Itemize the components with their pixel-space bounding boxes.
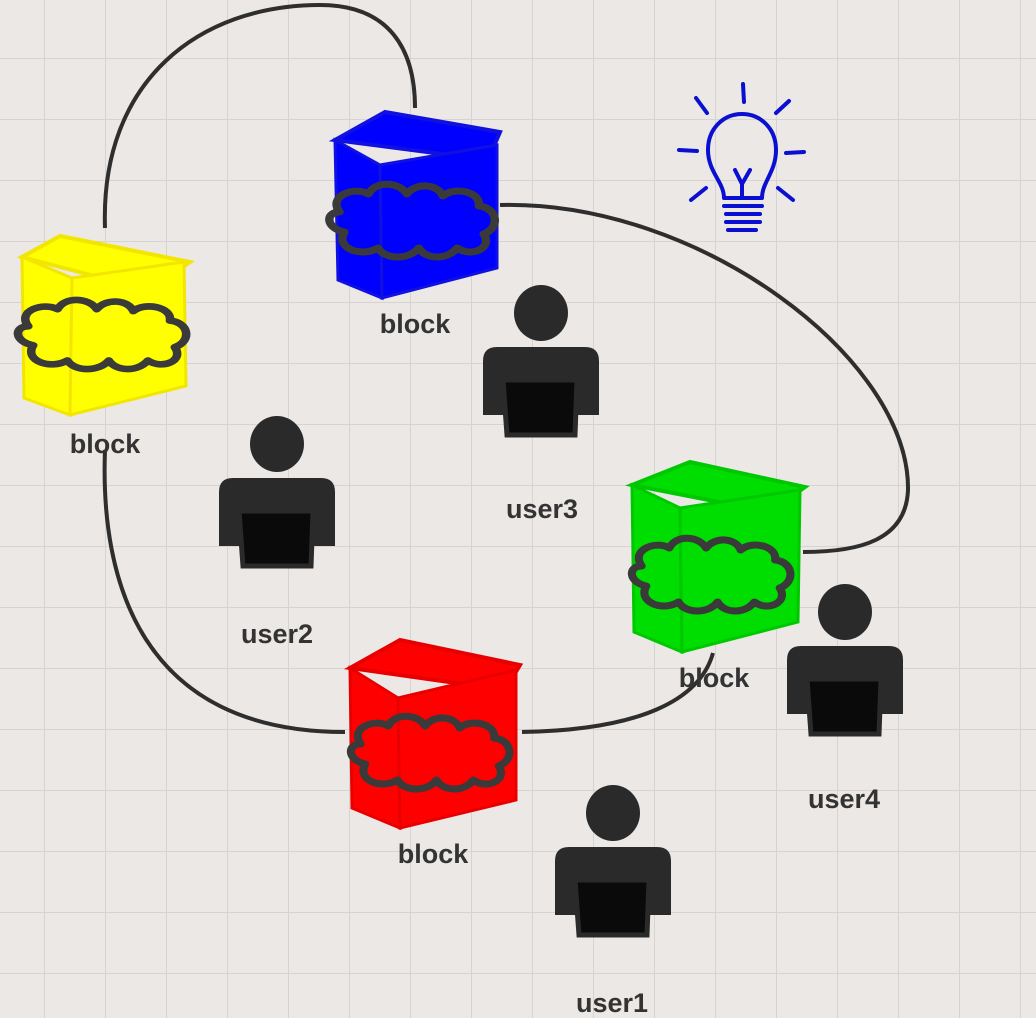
user-label: user4 bbox=[808, 784, 880, 814]
cube-side-face bbox=[378, 143, 499, 300]
cube-side-face bbox=[68, 260, 188, 417]
block-label: block bbox=[380, 309, 452, 339]
block-label: block bbox=[679, 663, 751, 693]
cube-front-face bbox=[20, 254, 74, 418]
block-label: block bbox=[398, 839, 470, 869]
block-blue[interactable] bbox=[328, 109, 503, 301]
cube-front-face bbox=[333, 137, 384, 301]
cube-top-face bbox=[343, 637, 524, 693]
cube-top-face bbox=[328, 109, 503, 163]
connector-blue-to-green bbox=[499, 202, 911, 554]
cube-side-face bbox=[678, 488, 802, 654]
user-label: user3 bbox=[506, 494, 578, 524]
connector-yellow-to-blue bbox=[102, 2, 417, 229]
block-green[interactable] bbox=[624, 459, 810, 655]
user-label: user1 bbox=[576, 988, 648, 1018]
user-icon[interactable] bbox=[555, 785, 671, 935]
user-label: user2 bbox=[241, 619, 313, 649]
user-icon[interactable] bbox=[483, 285, 599, 435]
block-red[interactable] bbox=[343, 637, 524, 831]
connector-red-to-green bbox=[521, 652, 715, 734]
cube-side-face bbox=[396, 668, 518, 830]
block-label: block bbox=[70, 429, 142, 459]
lightbulb-icon bbox=[677, 82, 806, 232]
connector-yellow-to-red bbox=[102, 449, 346, 734]
block-yellow[interactable] bbox=[18, 233, 196, 418]
user-icon[interactable] bbox=[787, 584, 903, 734]
user-icon[interactable] bbox=[219, 416, 335, 566]
cube-front-face bbox=[348, 665, 402, 831]
